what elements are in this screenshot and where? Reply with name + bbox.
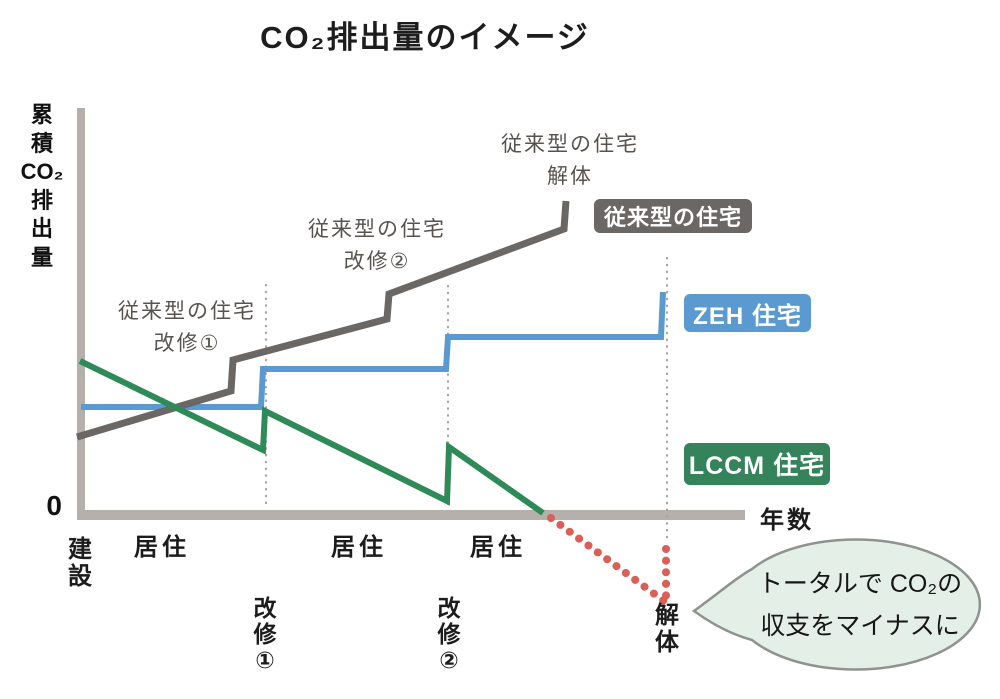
annotation-line: 解体	[547, 164, 593, 188]
legend-badge-zeh: ZEH 住宅	[684, 294, 811, 332]
y-axis-label-char: 出	[30, 216, 53, 242]
y-axis-label-char: 排	[30, 187, 53, 213]
y-axis-label: 累 積 CO₂ 排 出 量	[16, 101, 68, 273]
origin-zero-label: 0	[46, 490, 62, 521]
lccm-series-line	[78, 358, 545, 516]
axes-layer	[77, 108, 745, 520]
annotation-line: 従来型の住宅	[501, 133, 639, 156]
speech-bubble-line: 収支をマイナスに	[760, 612, 960, 640]
timeline-demolition-label: 解体	[655, 602, 679, 656]
annotation-conventional-renovation-1: 従来型の住宅 改修①	[118, 296, 256, 359]
annotation-line: 改修①	[153, 331, 221, 355]
timeline-living-label-1: 居住	[134, 534, 190, 561]
timeline-living-label-3: 居住	[470, 534, 526, 561]
y-axis-label-char: CO₂	[20, 159, 64, 185]
annotation-line: 従来型の住宅	[308, 218, 446, 241]
legend-badge-lccm: LCCM 住宅	[684, 443, 830, 485]
conventional-series-line	[75, 200, 570, 441]
timeline-construction-label: 建設	[68, 536, 92, 590]
speech-bubble-line: トータルで CO₂の	[757, 570, 963, 598]
speech-bubble	[691, 538, 982, 671]
x-axis-label: 年数	[760, 507, 814, 534]
timeline-living-label-2: 居住	[331, 534, 387, 561]
guide-lines-layer	[264, 256, 669, 543]
speech-bubble-text: トータルで CO₂の 収支をマイナスに	[750, 561, 970, 649]
annotation-line: 従来型の住宅	[118, 300, 256, 323]
zeh-series-line	[81, 291, 666, 410]
y-axis-label-char: 積	[30, 130, 53, 156]
chart-title: CO₂排出量のイメージ	[260, 20, 590, 55]
legend-badge-conventional: 従来型の住宅	[594, 199, 752, 233]
lccm-negative-dotted-line	[547, 514, 668, 605]
annotation-conventional-demolition: 従来型の住宅 解体	[501, 129, 639, 192]
annotation-line: 改修②	[343, 249, 411, 273]
y-axis-label-char: 量	[30, 244, 53, 270]
annotation-conventional-renovation-2: 従来型の住宅 改修②	[308, 214, 446, 277]
y-axis-label-char: 累	[30, 102, 53, 127]
series-lines-layer	[75, 200, 670, 605]
